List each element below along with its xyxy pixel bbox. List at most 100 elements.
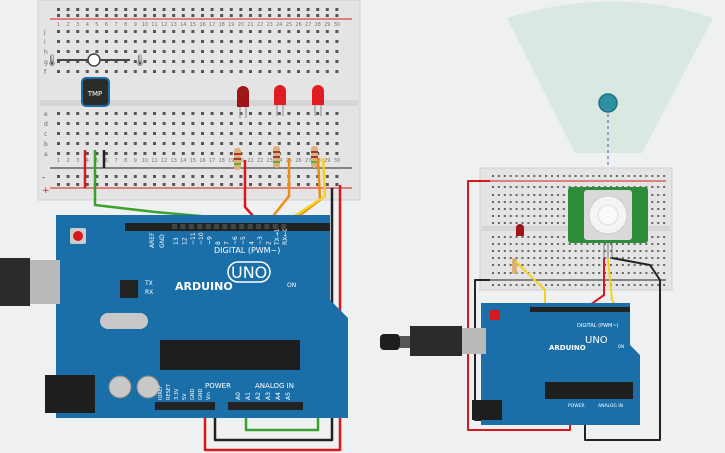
- digital-pin[interactable]: [188, 224, 194, 229]
- breadboard-hole: [657, 236, 660, 238]
- breadboard-hole: [539, 215, 542, 217]
- arduino-uno-right[interactable]: ARDUINO UNO DIGITAL (PWM~) POWER ANALOG …: [380, 303, 640, 425]
- digital-pin[interactable]: [197, 224, 203, 229]
- breadboard-hole: [258, 70, 262, 73]
- tmp-sensor[interactable]: TMP: [81, 77, 110, 107]
- digital-pin-label: 12: [181, 237, 188, 245]
- breadboard-hole: [335, 122, 339, 125]
- breadboard-hole: [306, 175, 310, 178]
- breadboard-hole: [509, 250, 512, 252]
- breadboard-hole: [239, 40, 243, 43]
- breadboard-hole: [258, 60, 262, 63]
- svg-text:-: -: [42, 173, 45, 183]
- breadboard-hole: [509, 222, 512, 224]
- breadboard-hole: [651, 264, 654, 266]
- breadboard-hole: [105, 40, 108, 43]
- breadboard-hole: [335, 50, 339, 53]
- breadboard-hole: [492, 264, 494, 266]
- digital-pin[interactable]: [272, 224, 278, 229]
- breadboard-hole: [521, 186, 524, 188]
- breadboard-hole: [124, 152, 128, 155]
- breadboard-hole: [57, 30, 60, 33]
- arduino-uno-left[interactable]: ARDUINO UNO DIGITAL (PWM~) POWER ANALOG …: [0, 215, 348, 418]
- breadboard-hole: [521, 208, 524, 210]
- breadboard-hole: [551, 201, 553, 203]
- led-1[interactable]: [237, 86, 249, 118]
- power-pin-label: Vin: [206, 392, 212, 400]
- digital-pin[interactable]: [264, 224, 270, 229]
- breadboard-hole: [66, 60, 70, 63]
- resistor-3[interactable]: [311, 146, 318, 168]
- breadboard-hole: [521, 201, 524, 203]
- led-right[interactable]: [516, 224, 524, 236]
- breadboard-hole: [57, 132, 60, 135]
- digital-pin[interactable]: [247, 224, 253, 229]
- breadboard-hole: [335, 60, 339, 63]
- breadboard-hole: [598, 272, 601, 274]
- power-jack-right: [472, 400, 502, 420]
- digital-pin[interactable]: [205, 224, 211, 229]
- digital-pin[interactable]: [230, 224, 236, 229]
- breadboard-hole: [105, 122, 108, 125]
- digital-pin[interactable]: [281, 224, 287, 229]
- breadboard-hole: [598, 175, 601, 177]
- breadboard-hole: [162, 112, 166, 115]
- led-2[interactable]: [274, 85, 286, 116]
- breadboard-hole: [57, 175, 60, 178]
- pir-target-object[interactable]: [598, 93, 618, 113]
- breadboard-column-label: 16: [199, 158, 205, 164]
- breadboard-hole: [580, 175, 583, 177]
- breadboard-hole: [124, 112, 128, 115]
- breadboard-hole: [615, 250, 618, 252]
- breadboard-hole: [527, 175, 530, 177]
- breadboard-hole: [335, 132, 339, 135]
- breadboard-hole: [539, 264, 542, 266]
- breadboard-hole: [325, 8, 329, 11]
- pir-detection-range[interactable]: [507, 1, 713, 176]
- temperature-slider[interactable]: 🌡 🌡: [45, 53, 147, 67]
- breadboard-hole: [95, 132, 99, 135]
- breadboard-hole: [76, 30, 80, 33]
- digital-pin[interactable]: [172, 224, 177, 229]
- breadboard-hole: [657, 222, 660, 224]
- resistor-2[interactable]: [273, 146, 280, 168]
- breadboard-hole: [249, 8, 252, 11]
- breadboard-column-label: 26: [295, 22, 301, 28]
- breadboard-hole: [191, 60, 195, 63]
- digital-pin[interactable]: [256, 224, 261, 229]
- breadboard-hole: [153, 14, 156, 17]
- breadboard-hole: [297, 142, 300, 145]
- breadboard-hole: [645, 243, 648, 245]
- breadboard-hole: [105, 112, 108, 115]
- breadboard-hole: [562, 222, 565, 224]
- digital-pin[interactable]: [214, 224, 219, 229]
- breadboard-hole: [172, 60, 176, 63]
- breadboard-hole: [85, 175, 89, 178]
- breadboard-hole: [239, 122, 243, 125]
- breadboard-hole: [105, 183, 108, 186]
- breadboard-hole: [210, 142, 214, 145]
- breadboard-hole: [509, 264, 512, 266]
- resistor-right[interactable]: [512, 258, 517, 274]
- breadboard-hole: [657, 250, 660, 252]
- breadboard-hole: [306, 8, 310, 11]
- breadboard-hole: [539, 175, 542, 177]
- digital-pin[interactable]: [239, 224, 245, 229]
- breadboard-hole: [57, 8, 60, 11]
- breadboard-hole: [586, 243, 589, 245]
- breadboard-hole: [277, 112, 281, 115]
- digital-pin[interactable]: [222, 224, 228, 229]
- breadboard-column-label: 17: [209, 22, 215, 28]
- digital-pin[interactable]: [180, 224, 186, 229]
- breadboard-hole: [633, 257, 636, 259]
- resistor-1[interactable]: [234, 148, 241, 170]
- breadboard-hole: [515, 250, 518, 252]
- pir-sensor[interactable]: [568, 187, 648, 258]
- breadboard-hole: [497, 284, 500, 286]
- breadboard-hole: [580, 243, 583, 245]
- breadboard-hole: [509, 284, 512, 286]
- led-3[interactable]: [312, 85, 324, 116]
- breadboard-hole: [57, 122, 60, 125]
- breadboard-hole: [277, 183, 281, 186]
